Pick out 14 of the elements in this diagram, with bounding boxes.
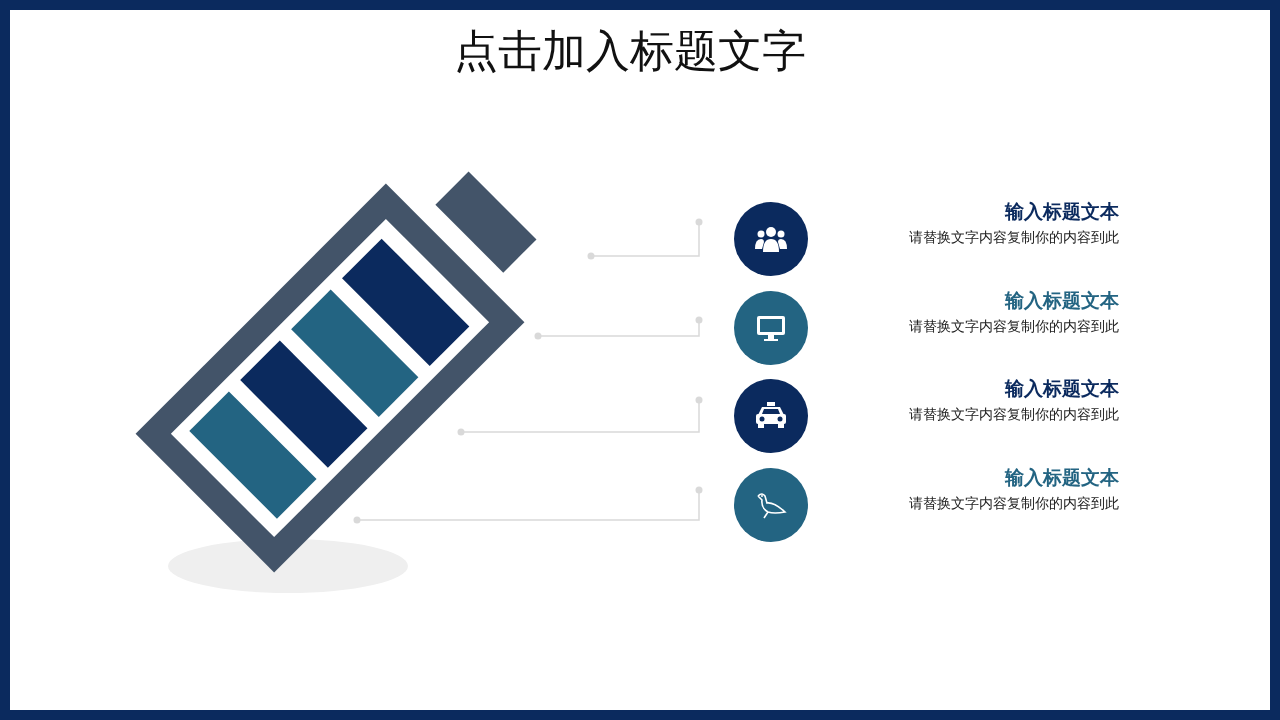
battery-drawing xyxy=(135,171,537,593)
item-heading: 输入标题文本 xyxy=(1003,376,1119,401)
leader-line xyxy=(587,218,703,260)
leader-line xyxy=(353,486,703,524)
item-description: 请替换文字内容复制你的内容到此 xyxy=(908,229,1119,247)
item-heading: 输入标题文本 xyxy=(1003,199,1119,224)
item-heading: 输入标题文本 xyxy=(1003,288,1119,313)
slide-title: 点击加入标题文字 xyxy=(454,25,806,76)
item-description: 请替换文字内容复制你的内容到此 xyxy=(908,318,1119,336)
item-description: 请替换文字内容复制你的内容到此 xyxy=(908,495,1119,513)
item-description: 请替换文字内容复制你的内容到此 xyxy=(908,406,1119,424)
item-heading: 输入标题文本 xyxy=(1003,465,1119,490)
leader-line xyxy=(534,316,703,340)
leader-line xyxy=(457,396,703,436)
